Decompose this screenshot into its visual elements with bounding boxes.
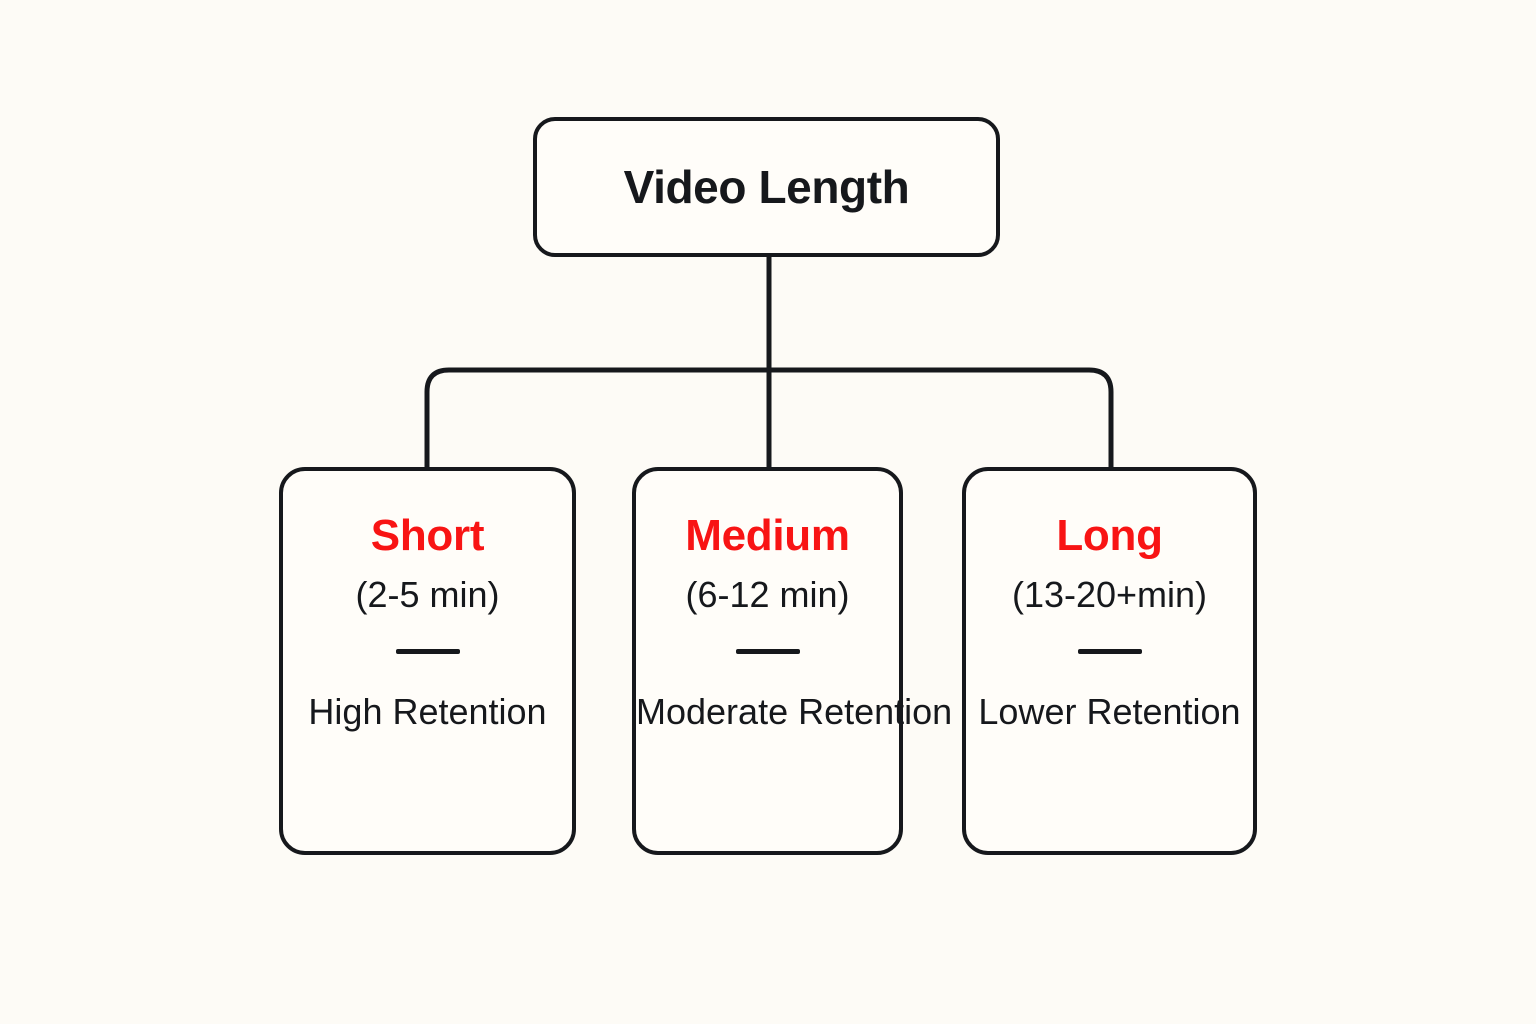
card-title: Short (370, 511, 485, 560)
card-title: Medium (685, 511, 850, 560)
card-long[interactable]: Long (13-20+min) Lower Retention (962, 467, 1257, 855)
card-divider (395, 648, 460, 654)
card-retention-label: High Retention (308, 690, 547, 732)
card-short[interactable]: Short (2-5 min) High Retention (279, 467, 576, 855)
card-title: Long (1056, 511, 1163, 560)
root-node-label: Video Length (623, 161, 910, 213)
card-duration-range: (6-12 min) (685, 574, 850, 616)
card-divider (735, 648, 800, 654)
card-divider (1077, 648, 1142, 654)
root-node[interactable]: Video Length (533, 117, 1000, 257)
card-retention-label: Lower Retention (978, 690, 1241, 732)
card-retention-label: Moderate Retention (636, 690, 953, 732)
card-medium[interactable]: Medium (6-12 min) Moderate Retention (632, 467, 953, 855)
connector-bus (424, 367, 1114, 467)
card-duration-range: (13-20+min) (1011, 574, 1208, 616)
card-duration-range: (2-5 min) (355, 574, 500, 616)
